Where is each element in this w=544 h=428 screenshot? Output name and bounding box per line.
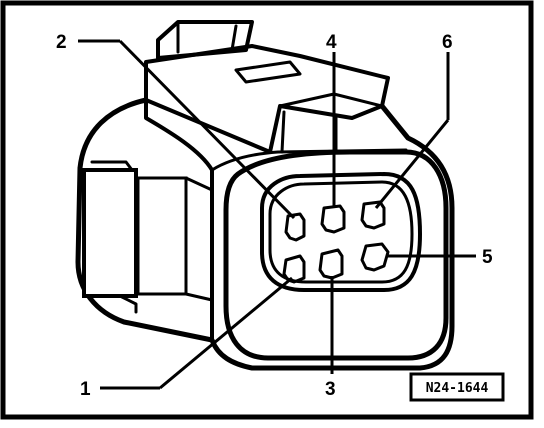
pin-terminal-1 — [282, 254, 306, 284]
pin-terminal-2 — [284, 212, 306, 242]
leader-line-6-diag — [374, 119, 450, 209]
pin-label-5: 5 — [482, 247, 493, 268]
pin-label-3: 3 — [325, 379, 336, 400]
leader-line-1-diag — [159, 276, 293, 390]
leader-lines — [78, 39, 476, 390]
pin-terminals — [282, 200, 390, 284]
pin-terminal-6 — [360, 200, 386, 230]
pin-label-4: 4 — [326, 32, 337, 53]
pin-label-1: 1 — [80, 379, 91, 400]
pin-label-2: 2 — [56, 32, 67, 53]
pin-terminal-3 — [318, 248, 344, 280]
leader-line-2-diag — [118, 39, 296, 220]
connector-front-lip — [223, 149, 449, 361]
pin-terminal-4 — [320, 204, 346, 234]
pin-terminal-5 — [360, 242, 390, 272]
connector-body — [75, 97, 455, 371]
side-latch — [82, 160, 214, 314]
reference-code: N24-1644 — [426, 381, 489, 396]
latch-tab — [156, 20, 254, 60]
reference-code-box: N24-1644 — [409, 372, 505, 402]
diagram-border — [0, 0, 534, 420]
connector-top-face — [144, 44, 390, 154]
pin-label-6: 6 — [442, 32, 453, 53]
